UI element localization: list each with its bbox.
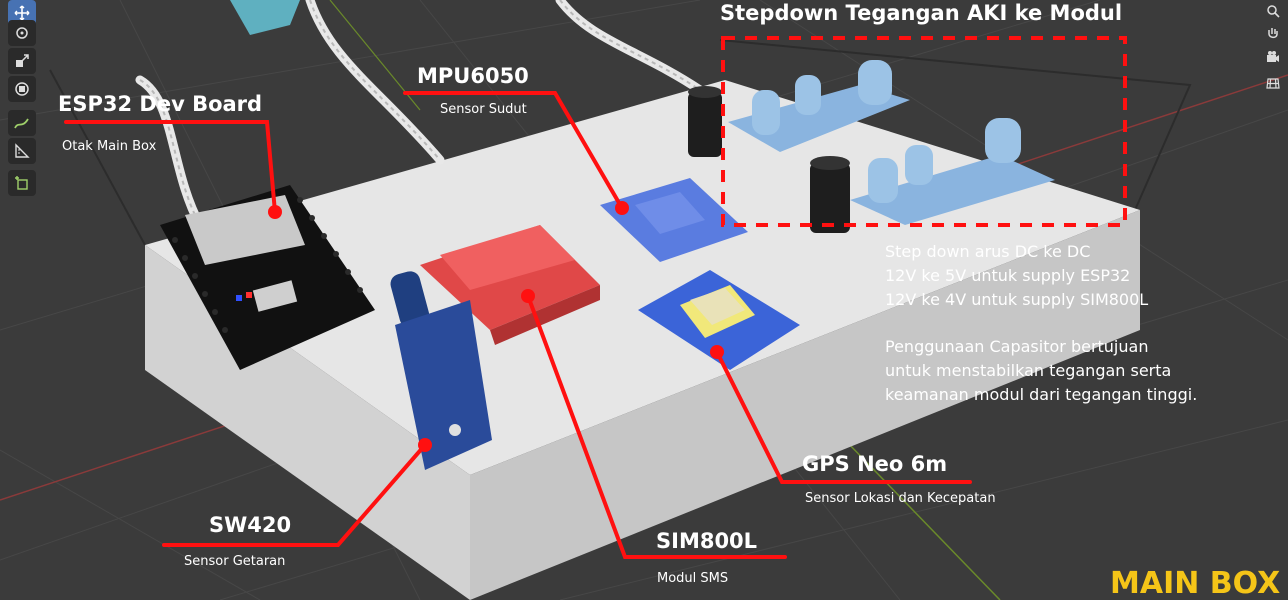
- leader-lines: [64, 91, 972, 559]
- camera-icon[interactable]: [1262, 46, 1284, 68]
- sim800l-title: SIM800L: [656, 529, 758, 553]
- stepdown-highlight: [721, 36, 1127, 227]
- sw420-subtitle: Sensor Getaran: [184, 554, 286, 569]
- note-line: 12V ke 4V untuk supply SIM800L: [885, 290, 1149, 309]
- sw420-model: [390, 271, 492, 470]
- leader-dots: [268, 201, 724, 452]
- esp32-title: ESP32 Dev Board: [58, 92, 263, 116]
- add-cube-icon[interactable]: [8, 170, 36, 196]
- mount-block: [230, 0, 300, 35]
- note-line: keamanan modul dari tegangan tinggi.: [885, 385, 1198, 404]
- hand-pan-icon[interactable]: [1262, 22, 1284, 44]
- zoom-icon[interactable]: [1262, 0, 1284, 22]
- grid-icon[interactable]: [1262, 72, 1284, 94]
- capacitors: [688, 86, 850, 233]
- sim800l-subtitle: Modul SMS: [657, 571, 729, 586]
- note-line: Penggunaan Capasitor bertujuan: [885, 337, 1149, 356]
- annotate-icon[interactable]: [8, 110, 36, 136]
- gps-title: GPS Neo 6m: [802, 452, 948, 476]
- note-line: Step down arus DC ke DC: [885, 242, 1091, 261]
- rotate-icon[interactable]: [8, 20, 36, 46]
- note-line: untuk menstabilkan tegangan serta: [885, 361, 1172, 380]
- stepdown-notes: Step down arus DC ke DC 12V ke 5V untuk …: [885, 240, 1148, 312]
- gps-model: [638, 270, 800, 370]
- gps-subtitle: Sensor Lokasi dan Kecepatan: [805, 491, 996, 506]
- sw420-title: SW420: [209, 513, 292, 537]
- scale-icon[interactable]: [8, 48, 36, 74]
- measure-icon[interactable]: [8, 138, 36, 164]
- main-box-title: MAIN BOX: [1110, 566, 1281, 600]
- note-line: 12V ke 5V untuk supply ESP32: [885, 266, 1131, 285]
- stepdown-models: [728, 60, 1055, 225]
- mpu6050-model: [600, 178, 748, 262]
- stepdown-title: Stepdown Tegangan AKI ke Modul: [720, 1, 1123, 25]
- esp32-subtitle: Otak Main Box: [62, 139, 157, 154]
- mpu6050-title: MPU6050: [417, 64, 529, 88]
- mpu6050-subtitle: Sensor Sudut: [440, 102, 527, 117]
- transform-icon[interactable]: [8, 76, 36, 102]
- capacitor-notes: Penggunaan Capasitor bertujuan untuk men…: [885, 335, 1197, 407]
